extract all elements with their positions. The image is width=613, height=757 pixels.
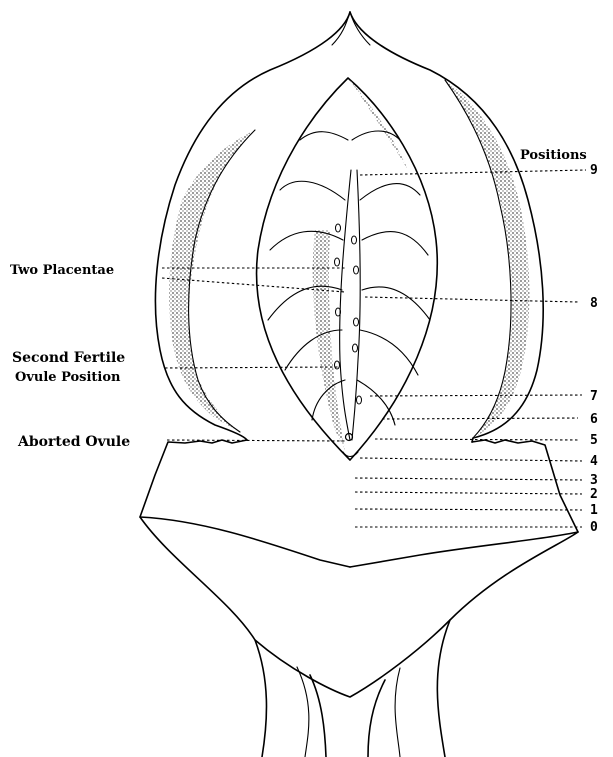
ovules (335, 224, 362, 441)
position-number-4: 4 (590, 454, 598, 469)
outer-bract (155, 12, 543, 442)
position-number-9: 9 (590, 163, 598, 178)
ovary (257, 78, 438, 460)
stalk (140, 440, 578, 757)
two-placentae-label: Two Placentae (10, 263, 114, 278)
position-number-3: 3 (590, 473, 598, 488)
position-number-7: 7 (590, 389, 598, 404)
position-number-0: 0 (590, 520, 598, 535)
position-number-1: 1 (590, 503, 598, 518)
position-number-2: 2 (590, 487, 598, 502)
second-fertile-label-line1: Second Fertile (12, 350, 125, 366)
aborted-ovule-label: Aborted Ovule (17, 434, 130, 450)
position-number-5: 5 (590, 433, 598, 448)
position-number-6: 6 (590, 412, 598, 427)
second-fertile-label-line2: Ovule Position (15, 370, 121, 385)
positions-header: Positions (520, 148, 587, 163)
position-number-8: 8 (590, 296, 598, 311)
position-leaders (355, 170, 586, 527)
